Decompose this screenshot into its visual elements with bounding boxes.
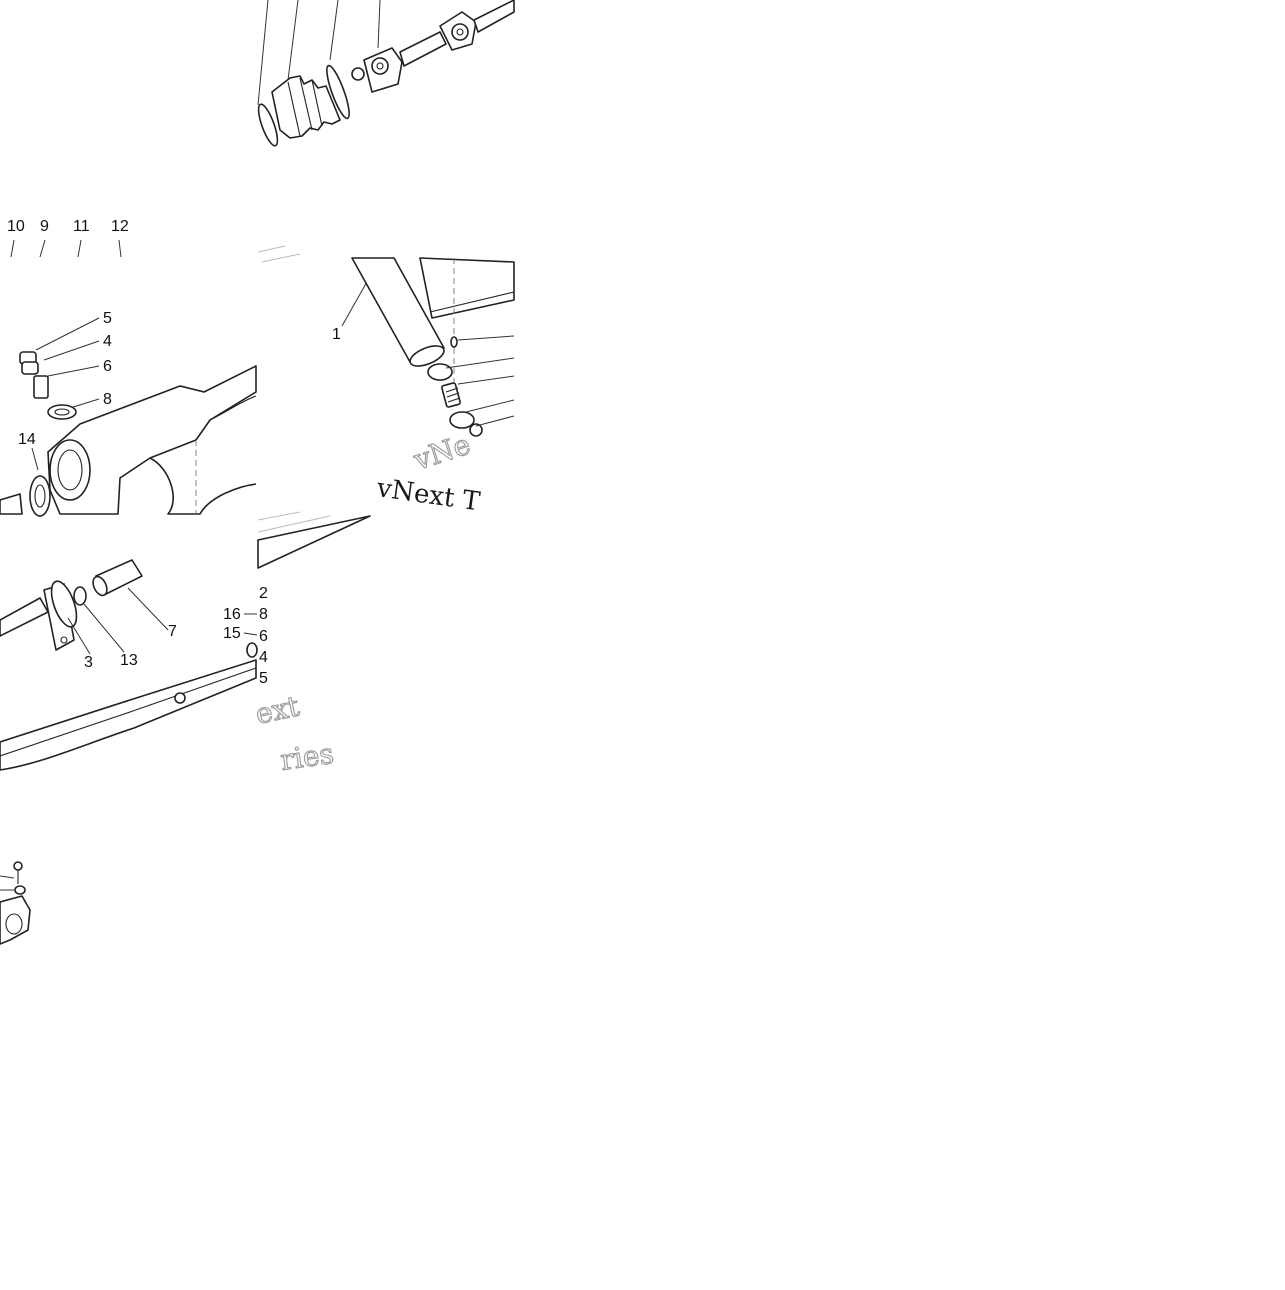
callout-label: 6 [103, 358, 112, 375]
bracket-bore [5, 913, 23, 935]
splined-shaft [0, 493, 23, 515]
swing-arm-edge [0, 667, 257, 757]
tile-right-frame: 1 vNe vNext T [257, 245, 515, 517]
leader-line [341, 279, 369, 327]
frame-arm [149, 457, 257, 515]
flange-hole [60, 636, 68, 644]
housing-bore [49, 439, 91, 501]
snap-ring [73, 586, 87, 606]
sketch-line [257, 245, 301, 263]
seal-ring [427, 363, 453, 381]
tile-lower-right: 2 16 8 15 6 4 5 ext ries [223, 511, 371, 777]
housing-bore-inner [57, 449, 83, 491]
small-pin [450, 336, 458, 348]
leader-line [287, 0, 299, 81]
tile-left-housing: 5 4 6 8 14 [0, 310, 257, 517]
callout-label: 16 [223, 606, 241, 623]
clamp-ring-left [257, 103, 279, 147]
cross-member [419, 257, 515, 319]
shaft-stub [0, 597, 49, 637]
tile-bottom-bracket [0, 861, 31, 945]
tile-lower-flange: 3 13 7 [0, 559, 257, 771]
swing-arm [0, 659, 257, 771]
seal-ring-inner [54, 408, 70, 416]
frame-tube [179, 365, 257, 421]
o-ring [50, 580, 78, 628]
frame-tube-line [209, 395, 257, 421]
watermark-text: ries [278, 737, 335, 777]
main-tube [351, 257, 445, 363]
callout-label: 3 [84, 654, 93, 671]
yoke-cross [451, 23, 469, 41]
tube-end [409, 345, 445, 367]
callout-label: 1 [332, 326, 341, 343]
callout-label: 11 [73, 218, 90, 235]
frame-edge [257, 515, 371, 569]
bushing [33, 375, 49, 399]
washer [21, 361, 39, 375]
spacer-tube-end [92, 575, 108, 597]
callout-label: 14 [18, 431, 36, 448]
watermark-text: vNext T [374, 473, 482, 517]
stud-threads [445, 387, 461, 403]
leader-line [377, 0, 381, 49]
clamp-ring-right [326, 64, 350, 120]
washer [469, 423, 483, 437]
threaded-stud [441, 382, 461, 408]
joint-cross [371, 57, 389, 75]
arm-boss [174, 692, 186, 704]
leader-line [67, 587, 169, 655]
callout-label: 8 [103, 391, 112, 408]
bearing [29, 475, 51, 517]
cross-member-edge [429, 291, 515, 313]
leader-line [445, 335, 515, 427]
callout-label: 7 [168, 623, 177, 640]
leader-line [10, 239, 122, 258]
seal-ring [47, 404, 77, 420]
callout-label: 6 [259, 628, 268, 645]
callout-label: 2 [259, 585, 268, 602]
washer [351, 67, 365, 81]
callout-label: 8 [259, 606, 268, 623]
leader-line [257, 0, 269, 106]
callout-label: 5 [259, 670, 268, 687]
watermark-text: ext [253, 689, 303, 731]
tile-top-driveshaft [257, 0, 515, 147]
washer [14, 885, 26, 895]
joint-center [376, 62, 384, 70]
callout-label: 15 [223, 625, 241, 642]
shaft-end [473, 0, 515, 33]
cap-nut [449, 411, 475, 429]
pivot-bolt-head [246, 642, 258, 658]
callout-label: 12 [111, 218, 129, 235]
shaft-segment [399, 31, 447, 67]
yoke-cross-center [456, 28, 464, 36]
callout-label: 10 [7, 218, 25, 235]
watermark-text: vNe [409, 428, 474, 477]
top-callouts: 10 9 11 12 [7, 218, 129, 258]
leader-line [31, 317, 100, 471]
callout-label: 9 [40, 218, 49, 235]
callout-label: 4 [103, 333, 112, 350]
callout-label: 13 [120, 652, 138, 669]
bearing-inner [34, 484, 46, 508]
bolt-head [13, 861, 23, 871]
callout-label: 5 [103, 310, 112, 327]
leader-line [0, 875, 15, 891]
leader-line [243, 613, 258, 636]
bellows-boot [271, 75, 341, 139]
bracket [0, 895, 31, 945]
callout-label: 4 [259, 649, 268, 666]
leader-line [329, 0, 339, 61]
boot-ridges [287, 77, 323, 137]
